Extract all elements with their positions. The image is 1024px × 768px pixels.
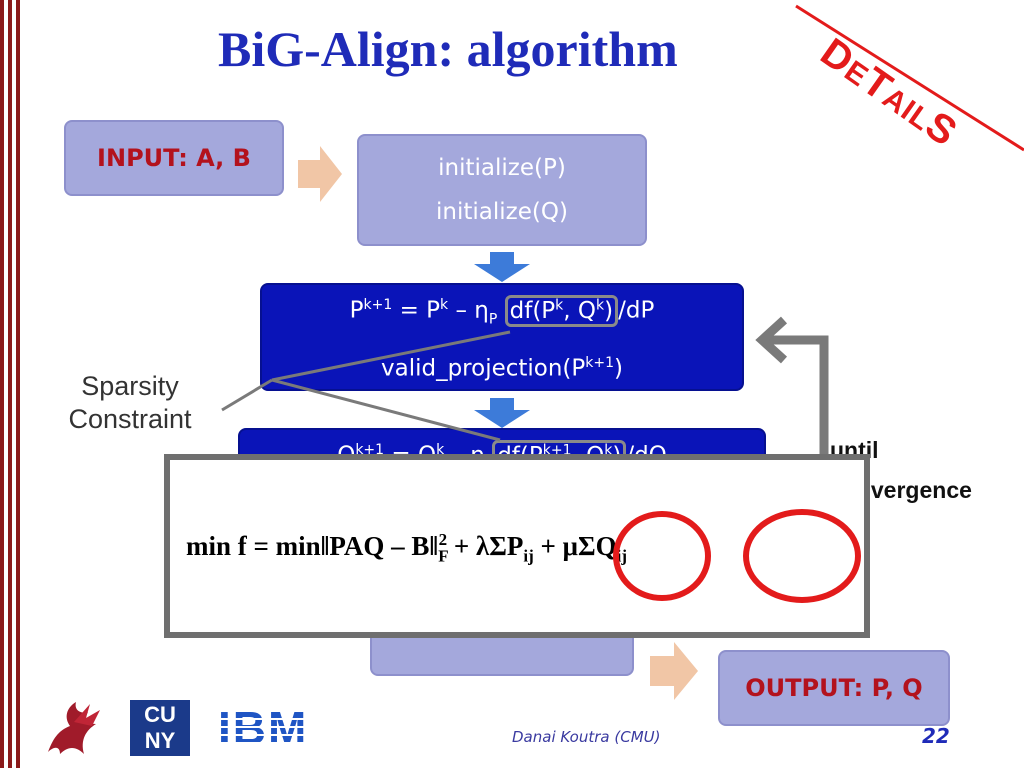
cuny-logo: CU NY bbox=[130, 700, 190, 756]
output-box: OUTPUT: P, Q bbox=[718, 650, 950, 726]
arrow-right-icon bbox=[298, 146, 342, 202]
sparsity-constraint-label: Sparsity Constraint bbox=[68, 371, 192, 434]
p-update-box: Pk+1 = Pk – ηP df(Pk, Qk)/dP valid_proje… bbox=[260, 283, 744, 391]
arrow-down-icon bbox=[474, 398, 530, 428]
ibm-stripes bbox=[218, 710, 336, 744]
formula-popup bbox=[164, 454, 870, 638]
objective-formula: min f = min‖PAQ – B‖F2 + λΣPij + μΣQij bbox=[186, 530, 628, 566]
input-box: INPUT: A, B bbox=[64, 120, 284, 196]
dragon-logo-icon bbox=[48, 702, 100, 754]
gradient-highlight: df(Pk, Qk) bbox=[504, 294, 619, 327]
initialize-box: initialize(P) initialize(Q) bbox=[357, 134, 647, 246]
slide-title: BiG-Align: algorithm bbox=[218, 21, 678, 77]
details-banner-line bbox=[795, 4, 1024, 152]
page-number: 22 bbox=[922, 724, 950, 748]
arrow-down-icon bbox=[474, 252, 530, 282]
loop-arrow-icon bbox=[755, 316, 829, 460]
footer-author: Danai Koutra (CMU) bbox=[512, 728, 661, 746]
side-stripes bbox=[0, 0, 34, 768]
ibm-logo: IBM bbox=[218, 704, 336, 752]
arrow-right-icon bbox=[650, 642, 698, 700]
